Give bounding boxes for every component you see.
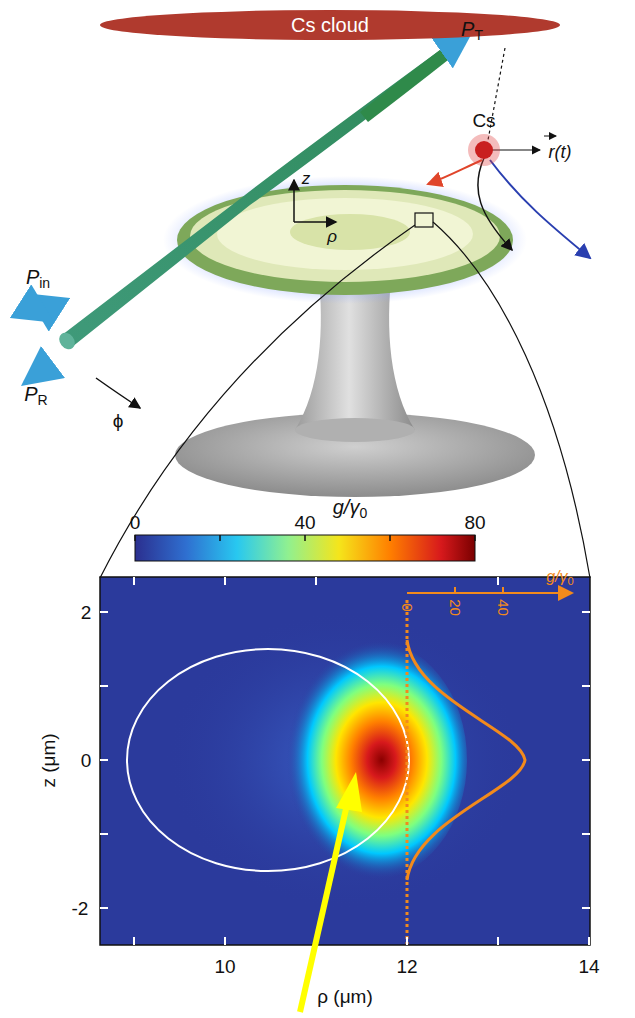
tick-label: -2 [72,899,89,918]
field-map [100,577,590,945]
tick-label: 14 [578,957,599,976]
atom-label: Cs [472,111,495,130]
trajectory-label: r(t) [549,143,572,161]
power-label: Pin [26,267,50,290]
tick-label: 10 [214,957,235,976]
rho-axis [294,221,336,223]
pointer-arrow [300,800,348,1012]
colorbar-title: g/γ0 [333,497,367,520]
axis-title: ρ (μm) [317,987,373,1006]
phi-arrow [96,378,140,408]
tick-label: 0 [130,513,141,532]
tick-label: 0 [81,751,92,770]
tick-label: 40 [294,513,315,532]
pedestal-base [175,413,535,497]
axis-name: ρ [327,228,337,245]
inset-axis [407,592,572,594]
tick-label: 80 [464,513,485,532]
coupling-profile [407,640,525,880]
cs-atom [475,141,493,159]
microdisk [177,185,513,295]
axis-title: z (μm) [39,733,58,787]
axis-name: z [302,170,311,187]
tick-label: 2 [81,603,92,622]
tick-label: 20 [448,599,463,616]
atom-cloud: Cs cloud [100,10,560,40]
z-axis [293,180,295,222]
tick-label: 0 [400,603,415,611]
tick-label: 12 [396,957,417,976]
disk-outline [127,649,409,871]
power-label: PT [461,19,483,42]
inset-axis-title: g/γ0 [546,569,574,587]
axis-name: ϕ [113,411,124,430]
colorbar [135,535,475,561]
tick-label: 40 [496,599,511,616]
node-label: Cs cloud [291,14,369,37]
power-label: PR [24,384,47,407]
